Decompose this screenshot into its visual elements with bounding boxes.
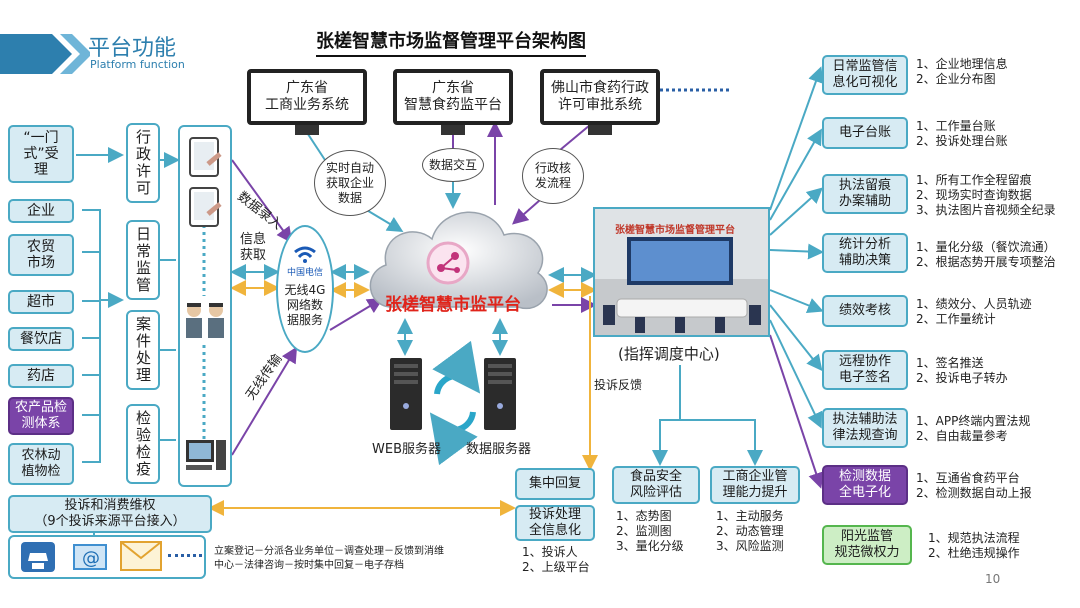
func-remote-signature: 远程协作 电子签名 <box>822 350 908 390</box>
func-remote-signature-items: 1、签名推送 2、投诉电子转办 <box>916 356 1008 385</box>
header-subtitle: Platform function <box>90 58 185 71</box>
monitor-gd-food-drug-platform: 广东省 智慧食药监平台 <box>393 69 513 125</box>
func-statistics-decision-items: 1、量化分级（餐饮流通） 2、根据态势开展专项整治 <box>916 240 1056 269</box>
officers-icon <box>180 300 230 348</box>
func-performance-assessment-items: 1、绩效分、人员轨迹 2、工作量统计 <box>916 297 1032 326</box>
email-at-icon: @ <box>70 539 110 579</box>
info-acquire-label: 信息 获取 <box>240 232 267 263</box>
vbox-admin-license: 行政许可 <box>126 123 160 203</box>
telecom-provider-label: 中国电信 <box>287 268 324 278</box>
command-center-photo <box>593 207 770 337</box>
food-safety-box: 食品安全 风险评估 <box>612 466 700 504</box>
monitor-stand <box>441 125 465 135</box>
web-server-icon <box>388 356 424 436</box>
func-electronic-ledger-items: 1、工作量台账 2、投诉处理台账 <box>916 119 1008 148</box>
platform-share-icon <box>425 240 471 290</box>
func-sunshine-supervision: 阳光监管 规范微权力 <box>822 525 912 565</box>
data-server-label: 数据服务器 <box>466 442 532 457</box>
bubble-admin-flow: 行政核 发流程 <box>522 148 584 204</box>
business-mgmt-items: 1、主动服务 2、动态管理 3、风险监测 <box>716 509 784 553</box>
func-daily-visualization: 日常监管信 息化可视化 <box>822 55 908 95</box>
monitor-fs-approval-system: 佛山市食药行政 许可审批系统 <box>540 69 660 125</box>
page-number: 10 <box>985 572 1001 586</box>
phone-icon <box>20 541 56 577</box>
func-test-data-digital-items: 1、互通省食药平台 2、检测数据自动上报 <box>916 471 1032 500</box>
monitor-stand <box>295 125 319 135</box>
collective-reply-box: 集中回复 <box>515 468 595 500</box>
func-law-enforcement-trace: 执法留痕 办案辅助 <box>822 174 908 214</box>
header-chevron-icon <box>0 34 92 74</box>
func-test-data-digital: 检测数据 全电子化 <box>822 465 908 505</box>
more-channels-dots <box>168 554 202 557</box>
func-electronic-ledger: 电子台账 <box>822 117 908 149</box>
network-service-label: 无线4G 网络数 据服务 <box>284 283 326 327</box>
bubble-data-interaction: 数据交互 <box>422 148 484 182</box>
tablet-icon <box>186 186 222 232</box>
vbox-inspection-quarantine: 检验检疫 <box>126 404 160 484</box>
complaint-feedback-label: 投诉反馈 <box>594 378 643 392</box>
func-statistics-decision: 统计分析 辅助决策 <box>822 233 908 273</box>
left-item-agri-testing: 农产品检 测体系 <box>8 397 74 435</box>
consumer-rights-box: 投诉和消费维权 （9个投诉来源平台接入） <box>8 495 212 533</box>
tablet-icon <box>186 136 222 182</box>
desktop-computer-icon <box>184 438 228 478</box>
left-item-restaurant: 餐饮店 <box>8 327 74 351</box>
left-item-farmers-market: 农贸 市场 <box>8 234 74 276</box>
bubble-realtime-data: 实时自动 获取企业 数据 <box>314 150 386 216</box>
complaint-info-box: 投诉处理 全信息化 <box>515 505 595 541</box>
diagram-title: 张槎智慧市场监督管理平台架构图 <box>316 27 586 57</box>
telecom-logo-icon <box>291 246 319 268</box>
web-server-label: WEB服务器 <box>372 442 441 457</box>
left-item-pharmacy: 药店 <box>8 364 74 388</box>
monitor-gd-business-system: 广东省 工商业务系统 <box>247 69 367 125</box>
device-column <box>178 125 232 487</box>
vbox-daily-supervision: 日常监管 <box>126 220 160 300</box>
monitor-stand <box>588 125 612 135</box>
svg-text:@: @ <box>82 548 100 569</box>
left-item-plant-animal-quarantine: 农林动 植物检 <box>8 443 74 485</box>
process-text: 立案登记－分派各业务单位－调查处理－反馈到消维 中心－法律咨询－按时集中回复－电… <box>214 546 444 571</box>
left-item-enterprise: 企业 <box>8 199 74 223</box>
platform-name: 张槎智慧市监平台 <box>385 295 521 315</box>
vbox-case-handling: 案件处理 <box>126 310 160 390</box>
func-legal-query: 执法辅助法 律法规查询 <box>822 408 908 448</box>
envelope-icon <box>120 540 162 576</box>
func-law-enforcement-trace-items: 1、所有工作全程留痕 2、现场实时查询数据 3、执法图片音视频全纪录 <box>916 173 1056 217</box>
func-daily-visualization-items: 1、企业地理信息 2、企业分布图 <box>916 57 1008 86</box>
network-oval <box>276 225 334 353</box>
command-screen-title: 张槎智慧市场监督管理平台 <box>615 225 735 236</box>
func-performance-assessment: 绩效考核 <box>822 295 908 327</box>
func-legal-query-items: 1、APP终端内置法规 2、自由裁量参考 <box>916 414 1031 443</box>
left-item-one-stop: “一门 式”受 理 <box>8 125 74 183</box>
header-title: 平台功能 <box>88 36 177 61</box>
food-safety-items: 1、态势图 2、监测图 3、量化分级 <box>616 509 684 553</box>
complaint-info-items: 1、投诉人 2、上级平台 <box>522 545 590 574</box>
business-mgmt-box: 工商企业管 理能力提升 <box>710 466 800 504</box>
data-server-icon <box>482 356 518 436</box>
left-item-supermarket: 超市 <box>8 290 74 314</box>
command-center-caption: (指挥调度中心) <box>618 345 720 363</box>
func-sunshine-supervision-items: 1、规范执法流程 2、杜绝违规操作 <box>928 531 1020 560</box>
